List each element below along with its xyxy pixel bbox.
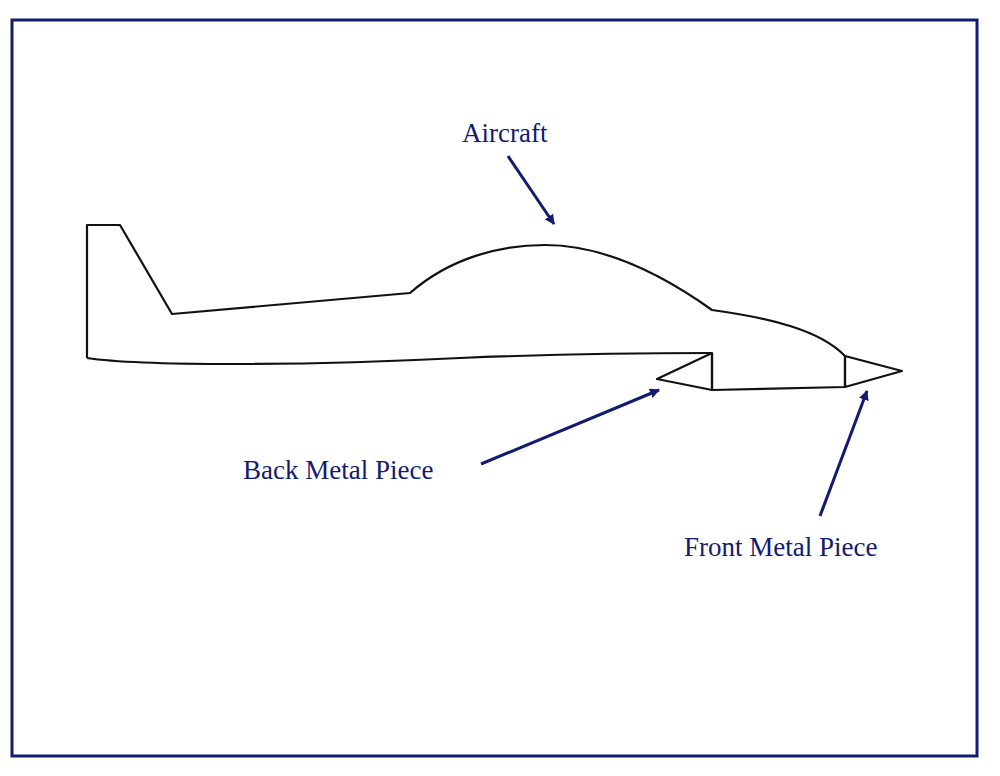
part-label: Back Metal Piece <box>243 455 433 486</box>
leader-arrow <box>820 391 867 516</box>
leader-arrow <box>508 156 554 224</box>
back-metal-piece <box>657 353 712 390</box>
part-label: Aircraft <box>462 118 547 149</box>
part-label: Front Metal Piece <box>684 532 877 563</box>
front-metal-piece <box>845 356 902 387</box>
leader-arrow <box>481 390 659 464</box>
aircraft-outline <box>87 225 902 390</box>
frame-border <box>12 20 977 756</box>
leader-arrows <box>481 156 867 516</box>
